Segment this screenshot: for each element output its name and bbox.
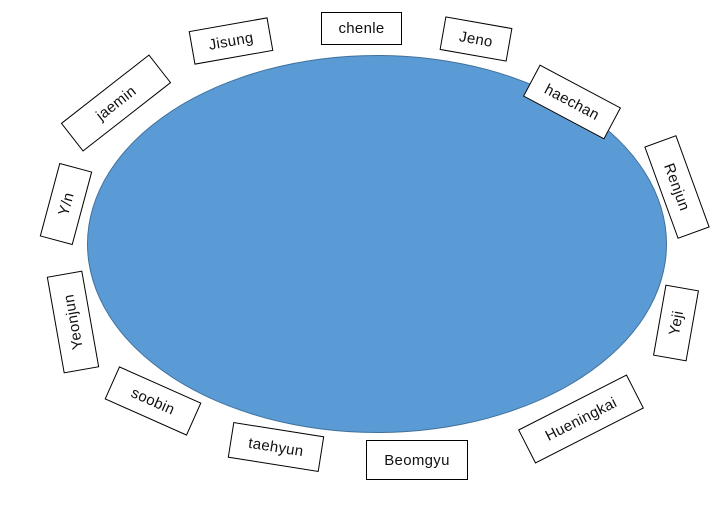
seat-card-yeonjun: Yeonjun <box>46 270 100 374</box>
seat-card-yn: Y/n <box>39 162 93 246</box>
seat-card-yeji: Yeji <box>653 284 699 362</box>
seat-card-jeno: Jeno <box>439 16 513 62</box>
seat-card-beomgyu: Beomgyu <box>366 440 468 480</box>
seat-card-chenle: chenle <box>321 12 402 45</box>
seat-card-jisung: Jisung <box>188 17 274 65</box>
seat-card-taehyun: taehyun <box>227 422 325 472</box>
